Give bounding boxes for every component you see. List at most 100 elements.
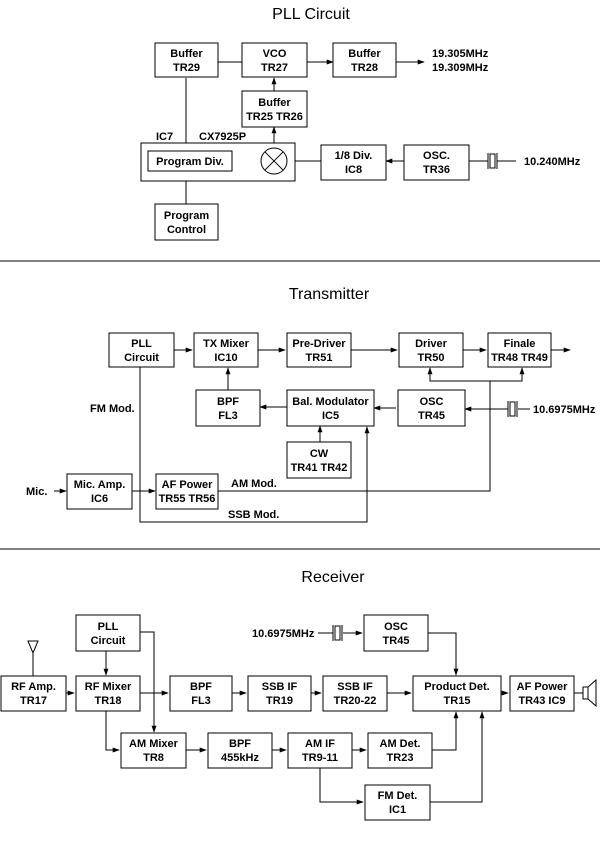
receiver-title: Receiver xyxy=(301,569,365,586)
transmitter-section: Transmitter PLL Circuit TX Mixer I xyxy=(26,286,596,523)
program-control-label-2: Control xyxy=(167,224,206,236)
ssb-if-tr19-block xyxy=(247,675,312,712)
tx-af-power-block xyxy=(155,473,219,510)
pll-freq-out-1: 19.305MHz xyxy=(432,48,489,60)
tx-bpf-id: FL3 xyxy=(218,410,238,422)
rx-pll-label-2: Circuit xyxy=(91,635,126,647)
mic-amp-block xyxy=(66,473,133,510)
buffer-tr25-tr26-block xyxy=(241,90,308,128)
am-if-id: TR9-11 xyxy=(302,752,338,764)
rx-bpf-id: FL3 xyxy=(191,695,211,707)
fm-det-label: FM Det. xyxy=(378,790,418,802)
product-det-block xyxy=(412,675,502,712)
rf-amp-block xyxy=(0,675,67,712)
am-det-block xyxy=(367,732,433,769)
crystal-icon xyxy=(332,625,343,641)
program-div-label: Program Div. xyxy=(156,156,224,168)
tx-osc-tr45-block xyxy=(397,389,466,427)
ic7-label: IC7 xyxy=(156,131,173,143)
div8-id: IC8 xyxy=(345,164,362,176)
finale-block xyxy=(487,332,552,368)
vco-label: VCO xyxy=(263,48,287,60)
tx-osc-id: TR45 xyxy=(418,410,445,422)
tx-crystal-freq: 10.6975MHz xyxy=(533,404,596,416)
crystal-icon xyxy=(507,401,518,417)
fm-det-id: IC1 xyxy=(389,804,406,816)
product-det-id: TR15 xyxy=(444,695,471,707)
tx-mixer-block xyxy=(193,332,259,368)
wire-am-mod xyxy=(218,409,491,492)
cx7925p-label: CX7925P xyxy=(199,131,246,143)
bal-modulator-block xyxy=(286,389,375,427)
bal-modulator-id: IC5 xyxy=(322,410,339,422)
mic-amp-label: Mic. Amp. xyxy=(74,479,126,491)
buffer-tr29-id: TR29 xyxy=(173,62,200,74)
speaker-icon xyxy=(582,678,597,708)
am-if-block xyxy=(287,732,353,769)
bal-modulator-label: Bal. Modulator xyxy=(292,396,369,408)
pll-title: PLL Circuit xyxy=(272,6,350,23)
div8-label: 1/8 Div. xyxy=(335,150,373,162)
buffer-tr28-id: TR28 xyxy=(351,62,378,74)
am-mixer-id: TR8 xyxy=(143,752,164,764)
tx-af-power-label: AF Power xyxy=(162,479,213,491)
bpf-455-label: BPF xyxy=(229,738,251,750)
ssb-if-tr20-22-block xyxy=(322,675,388,712)
rf-mixer-block xyxy=(75,675,141,712)
rx-bpf-label: BPF xyxy=(190,681,212,693)
tx-bpf-block xyxy=(195,389,261,427)
rx-af-power-id: TR43 IC9 xyxy=(518,695,565,707)
div8-ic8-block xyxy=(320,144,387,181)
am-det-label: AM Det. xyxy=(380,738,421,750)
tx-pll-label: PLL xyxy=(131,338,152,350)
tx-pll-circuit-block xyxy=(108,332,175,368)
pre-driver-id: TR51 xyxy=(306,352,333,364)
finale-id: TR48 TR49 xyxy=(491,352,548,364)
tx-bpf-label: BPF xyxy=(217,396,239,408)
phase-detector-icon xyxy=(260,147,288,175)
product-det-label: Product Det. xyxy=(424,681,489,693)
buffer-tr25-tr26-id: TR25 TR26 xyxy=(246,111,303,123)
cw-id: TR41 TR42 xyxy=(291,462,348,474)
ssb-mod-label: SSB Mod. xyxy=(228,509,279,521)
driver-block xyxy=(398,332,464,368)
rx-af-power-block xyxy=(509,675,575,712)
bpf-455-block xyxy=(207,732,273,769)
am-mixer-label: AM Mixer xyxy=(129,738,179,750)
buffer-tr29-block xyxy=(154,42,219,78)
am-det-id: TR23 xyxy=(387,752,414,764)
rx-osc-label: OSC xyxy=(384,621,408,633)
rx-crystal-freq: 10.6975MHz xyxy=(252,628,315,640)
tx-osc-label: OSC xyxy=(420,396,444,408)
vco-tr27-block xyxy=(241,42,308,78)
pll-crystal-freq: 10.240MHz xyxy=(524,156,581,168)
cw-block xyxy=(286,441,352,479)
rf-mixer-id: TR18 xyxy=(95,695,122,707)
rf-amp-id: TR17 xyxy=(20,695,47,707)
wire-fmdet-to-productdet xyxy=(430,711,485,803)
osc-tr36-label: OSC. xyxy=(423,150,450,162)
fm-det-block xyxy=(364,784,431,821)
buffer-tr28-block xyxy=(332,42,397,78)
wire-amdet-to-productdet xyxy=(432,711,459,751)
rx-af-power-label: AF Power xyxy=(517,681,568,693)
program-div-block xyxy=(147,150,233,172)
fm-mod-label: FM Mod. xyxy=(90,403,135,415)
ssb-if-tr20-22-label: SSB IF xyxy=(337,681,373,693)
antenna-icon xyxy=(27,640,39,655)
ssb-if-tr19-label: SSB IF xyxy=(262,681,298,693)
rx-pll-circuit-block xyxy=(75,614,141,652)
rf-amp-label: RF Amp. xyxy=(11,681,56,693)
am-mixer-block xyxy=(120,732,187,769)
rx-osc-id: TR45 xyxy=(383,635,410,647)
vco-id: TR27 xyxy=(261,62,288,74)
wire-osc45-to-productdet xyxy=(428,632,459,676)
program-control-label: Program xyxy=(164,210,209,222)
rx-pll-label: PLL xyxy=(98,621,119,633)
pre-driver-block xyxy=(286,332,352,368)
driver-id: TR50 xyxy=(418,352,445,364)
cw-label: CW xyxy=(310,448,329,460)
mic-label: Mic. xyxy=(26,486,47,498)
receiver-section: Receiver xyxy=(0,569,597,821)
